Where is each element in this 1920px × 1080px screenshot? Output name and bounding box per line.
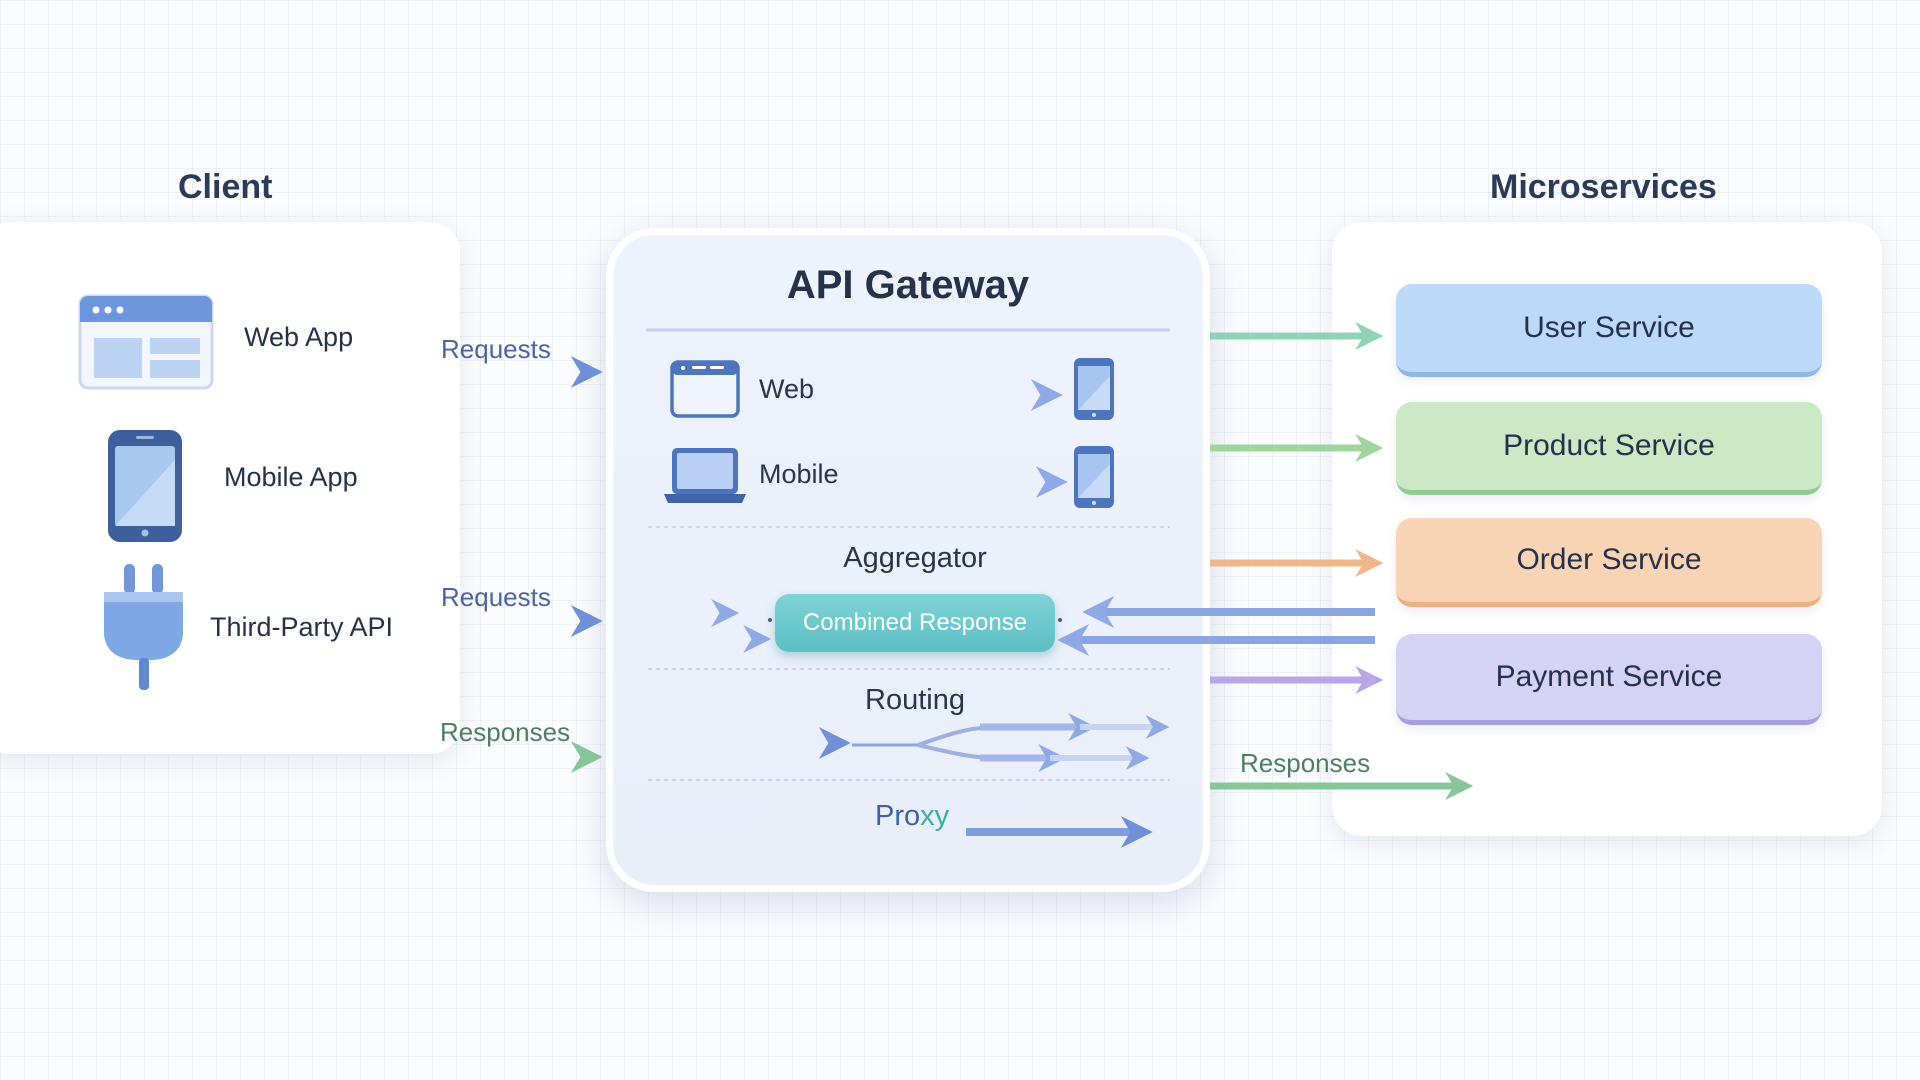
microservices-heading: Microservices	[1490, 168, 1717, 206]
mobile-app-label: Mobile App	[224, 462, 358, 492]
laptop-icon	[664, 448, 746, 503]
api-gateway-title: API Gateway	[786, 263, 1030, 307]
client-panel	[0, 222, 460, 754]
browser-window-icon	[78, 294, 214, 390]
third-party-api-label: Third-Party API	[210, 612, 394, 642]
responses-label-services: Responses	[1240, 748, 1371, 778]
routing-title: Routing	[865, 684, 965, 716]
order-service-label: Order Service	[1516, 543, 1702, 576]
proxy-title-main: Pro	[875, 800, 921, 832]
proxy-title-accent: xy	[920, 800, 950, 832]
mobile-phone-icon	[108, 430, 182, 542]
api-gateway-panel	[606, 228, 1210, 892]
proxy-title: Proxy	[875, 800, 949, 833]
user-service-box: User Service	[1396, 284, 1822, 377]
mobile-channel-label: Mobile	[759, 459, 839, 489]
mobile-target-phone-icon	[1074, 446, 1114, 508]
order-service-box: Order Service	[1396, 518, 1822, 607]
combined-response-box: Combined Response	[775, 594, 1055, 652]
payment-service-box: Payment Service	[1396, 634, 1822, 725]
web-browser-icon	[670, 360, 740, 418]
plug-icon	[104, 564, 183, 690]
web-target-phone-icon	[1074, 358, 1114, 420]
requests-label-bottom: Requests	[441, 582, 551, 612]
payment-service-label: Payment Service	[1495, 660, 1723, 693]
product-service-label: Product Service	[1503, 429, 1715, 462]
client-heading: Client	[178, 168, 273, 206]
requests-label-top: Requests	[441, 334, 551, 364]
web-channel-label: Web	[759, 374, 815, 404]
product-service-box: Product Service	[1396, 402, 1822, 495]
aggregator-title: Aggregator	[843, 542, 987, 574]
web-app-label: Web App	[244, 322, 354, 352]
combined-response-label: Combined Response	[802, 609, 1028, 636]
responses-label-client: Responses	[440, 717, 571, 747]
routing-arrows	[635, 713, 1170, 772]
user-service-label: User Service	[1523, 311, 1695, 344]
